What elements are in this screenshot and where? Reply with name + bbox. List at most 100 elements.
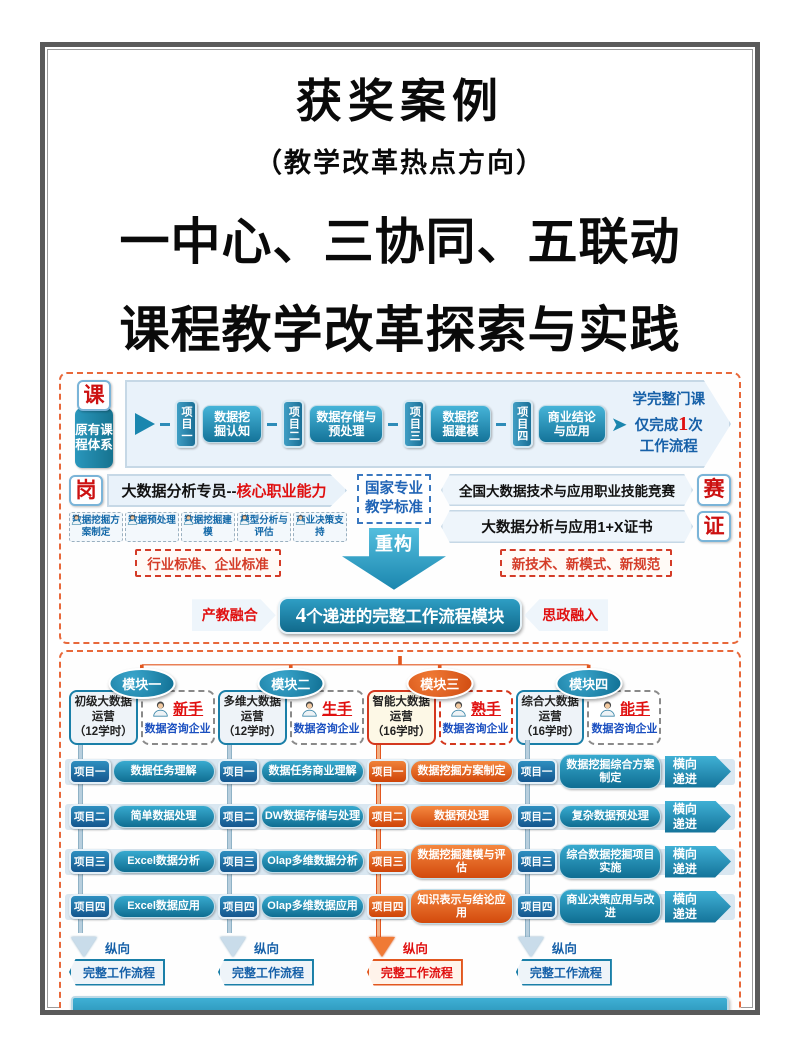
side-arrow-line1: 横向 [672,756,697,771]
four-modules-box: 4个递进的完整工作流程模块 [277,596,523,634]
ability-box: 模型分析与评估 [236,512,291,542]
m2-p1-badge: 项目一 [217,759,260,784]
module1-course: 初级大数据运营 [74,695,133,723]
module4-company: 数据咨询企业 [591,723,658,736]
post-row: 岗 大数据分析专员--核心职业能力 [69,474,347,507]
result-number: 1 [678,412,689,435]
module2-course: 多维大数据运营 [223,695,282,723]
side-arrow-line1: 横向 [672,891,697,906]
module1-level: 新手 [173,701,204,719]
m2-p4-pill: Olap多维数据应用 [261,895,364,918]
new-tech-box: 新技术、新模式、新规范 [499,549,673,577]
course-flow-band: 项目一 数据挖掘认知 项目二 数据存储与预处理 项目三 数据挖掘建模 项目四 商… [125,380,731,468]
side-arrow-line2: 递进 [672,816,697,831]
m4-p3-pill: 综合数据挖掘项目实施 [559,844,662,879]
summary-prefix: 重构后学完课程，完成 [252,1013,412,1016]
module1-course-box: 初级大数据运营 （12学时） [69,689,138,745]
module3-level: 熟手 [471,701,502,719]
module1-ellipse: 模块一 [108,667,176,699]
person-icon [71,514,82,525]
module2-downwrap: 纵向 [218,936,364,957]
module2-level-top: 生手 [301,698,352,719]
post-column: 岗 大数据分析专员--核心职业能力 数据挖掘方案制定 数据预处理 数据挖掘建模 … [69,474,347,590]
project1-badge: 项目一 [175,400,197,448]
person-icon [451,701,466,717]
person-icon [295,514,306,525]
m2-p3-pill: Olap多维数据分析 [261,850,364,873]
post-char-badge: 岗 [69,474,103,507]
module2-header: 模块二 多维大数据运营（12学时） 生手 数据咨询企业 [217,667,364,745]
m2-p1-pill: 数据任务商业理解 [261,760,364,783]
header-spacer [665,678,731,745]
modules-grid: 模块一 初级大数据运营（12学时） 新手 数据咨询企业 模块二 多维大数据运营（… [65,667,735,986]
m3-p3: 项目三数据挖掘建模与评估 [366,830,513,893]
m3-p2: 项目二数据预处理 [366,790,513,843]
post-label-red: 核心职业能力 [236,483,327,500]
title-block: 获奖案例 （教学改革热点方向） 一中心、三协同、五联动 课程教学改革探索与实践 [45,47,755,362]
m3-p1: 项目一数据挖掘方案制定 [366,745,513,798]
result-line3: 工作流程 [639,438,698,455]
flow-dash-line [160,422,170,426]
m1-p1-badge: 项目一 [69,759,111,784]
side-arrow-line1: 横向 [672,801,697,816]
right-arrow-icon: ➤ [610,413,628,436]
module4-level-top: 能手 [599,698,650,719]
m3-p2-badge: 项目二 [366,804,409,829]
row1-side: 横向递进 [664,755,731,788]
m3-p4: 项目四知识表示与结论应用 [366,875,513,938]
certificate-row: 大数据分析与应用1+X证书 证 [441,510,731,543]
project4-badge: 项目四 [510,400,533,448]
old-course-label-text: 原有课程体系 [75,422,113,453]
module1-level-top: 新手 [152,698,203,719]
horizontal-progress-arrow: 横向递进 [664,845,731,878]
module4-hours: （16学时） [520,725,580,738]
module4-course-box: 综合大数据运营（16学时） [515,689,585,745]
m1-p2-badge: 项目二 [69,804,111,829]
m4-p1-pill: 数据挖掘综合方案制定 [559,754,662,789]
old-course-label: 原有课程体系 [75,408,113,468]
industry-education-tag: 产教融合 [191,599,276,632]
module1-hours: （12学时） [73,725,133,738]
module2-level: 生手 [322,701,353,719]
row2-side: 横向递进 [664,800,731,833]
m4-p1-badge: 项目一 [515,759,558,784]
rebuild-label: 重构 [374,533,413,554]
module1-header-boxes: 初级大数据运营（12学时） 新手 数据咨询企业 [69,678,215,745]
title-line1: 一中心、三协同、五联动 [119,214,681,270]
m4-p4: 项目四商业决策应用与改进 [515,875,662,938]
page-subtitle: （教学改革热点方向） [255,148,545,178]
module3-level-box: 熟手 数据咨询企业 [438,689,513,745]
m4-p2-badge: 项目二 [515,804,558,829]
m4-p2-pill: 复杂数据预处理 [559,805,662,828]
flow-banner: 完整工作流程 [217,958,314,986]
m3-p3-badge: 项目三 [366,849,409,874]
ability-box: 数据挖掘建模 [180,512,235,542]
module3-company: 数据咨询企业 [442,723,509,736]
m4-p2: 项目二复杂数据预处理 [515,790,662,843]
m3-p2-pill: 数据预处理 [410,805,513,828]
person-icon [183,514,194,525]
flow-banner: 完整工作流程 [366,958,463,986]
module4-header: 模块四 综合大数据运营（16学时） 能手 数据咨询企业 [515,667,662,745]
title-line2: 课程教学改革探索与实践 [119,302,681,358]
m3-p4-badge: 项目四 [366,894,409,919]
down-arrow-icon [71,936,97,957]
horizontal-progress-arrow: 横向递进 [664,800,731,833]
ability-label: 商业决策支持 [296,515,344,538]
summary-suffix: 次完整工作流程 [436,1013,548,1016]
project1-pill: 数据挖掘认知 [202,404,263,444]
result-suffix: 次 [688,417,703,434]
module2-company: 数据咨询企业 [293,723,360,736]
project4-pill: 商业结论与应用 [537,404,606,444]
horizontal-progress-arrow: 横向递进 [664,890,731,923]
module3-course: 智能大数据运营 [372,695,430,723]
module2-ellipse: 模块二 [257,667,325,699]
m2-p2-pill: DW数据存储与处理 [261,805,364,828]
module3-level-top: 熟手 [450,698,501,719]
module2-vertical-flow: 纵向 完整工作流程 [217,936,364,986]
side-arrow-line1: 横向 [672,846,697,861]
module3-downwrap: 纵向 [367,936,513,957]
course-char-badge: 课 [77,380,111,412]
